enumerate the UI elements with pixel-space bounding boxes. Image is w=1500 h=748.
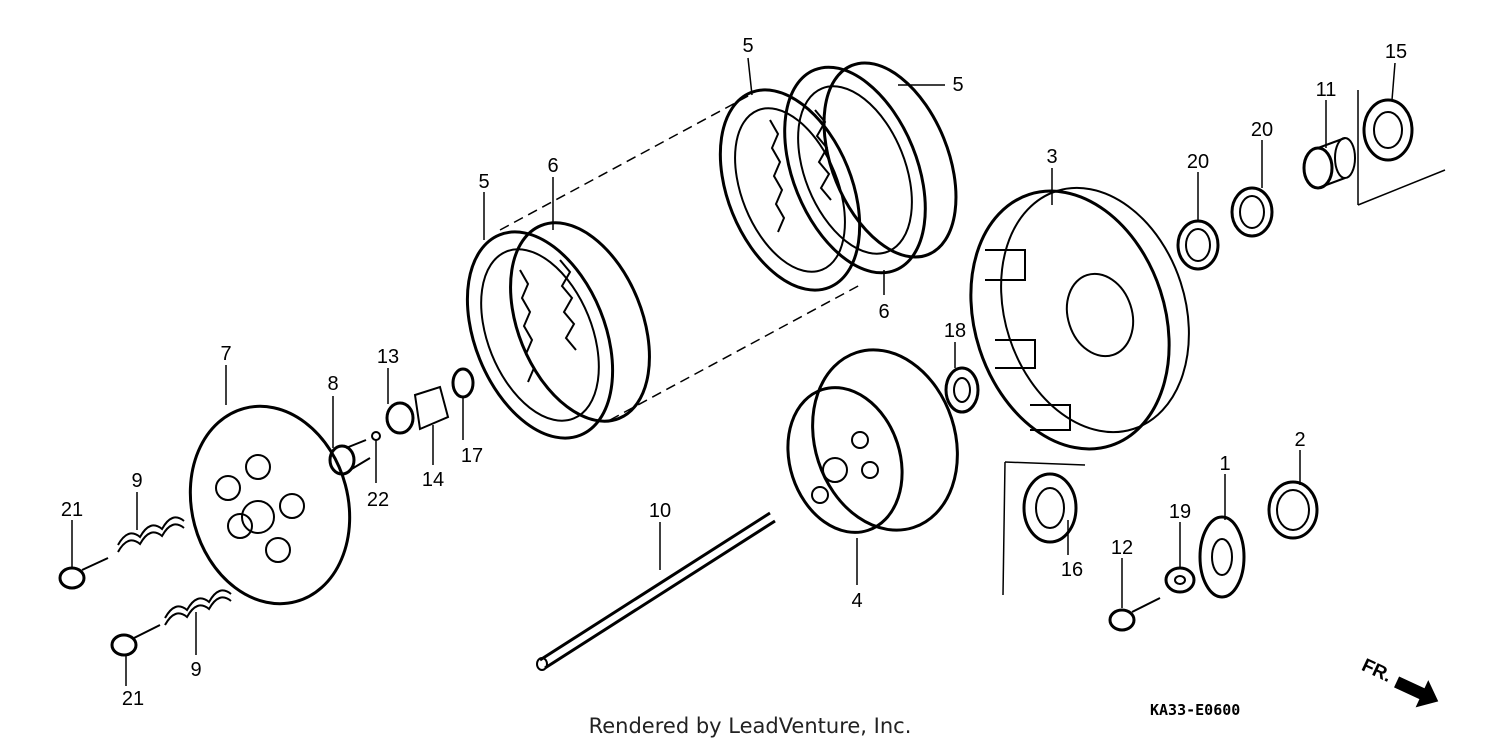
front-arrow-icon [1394, 676, 1439, 708]
callout-17: 17 [461, 445, 483, 467]
clutch-center [786, 348, 959, 534]
callout-3: 3 [1046, 146, 1057, 168]
callout-9a: 9 [131, 470, 142, 492]
springs-and-bolts [58, 516, 232, 657]
callout-5a: 5 [742, 35, 753, 57]
callout-1: 1 [1219, 453, 1230, 475]
callout-11: 11 [1316, 79, 1337, 101]
callout-20b: 20 [1251, 119, 1273, 141]
callouts: 5 5 5 6 6 15 11 20 20 3 7 8 13 18 17 14 … [61, 35, 1407, 710]
thrust-washer [1357, 90, 1446, 206]
callout-19: 19 [1169, 501, 1191, 523]
callout-22: 22 [367, 489, 389, 511]
callout-16: 16 [1061, 559, 1083, 581]
callout-21b: 21 [122, 688, 144, 710]
callout-8: 8 [327, 373, 338, 395]
pressure-plate [188, 404, 352, 606]
callout-21a: 21 [61, 499, 83, 521]
primary-gear-assembly [1108, 480, 1319, 632]
callout-5c: 5 [478, 171, 489, 193]
callout-13: 13 [377, 346, 399, 368]
callout-14: 14 [422, 469, 444, 491]
alignment-lines [499, 94, 861, 421]
clutch-plate-stack-right [718, 61, 958, 292]
needle-bearings [1176, 186, 1274, 271]
callout-10: 10 [649, 500, 671, 522]
callout-6a: 6 [547, 155, 558, 177]
part-code: KA33-E0600 [1150, 701, 1240, 719]
push-rod [536, 511, 776, 671]
callout-12: 12 [1111, 537, 1133, 559]
lifter-parts [328, 367, 475, 476]
callout-5b: 5 [952, 74, 963, 96]
callout-20a: 20 [1187, 151, 1209, 173]
callout-6b: 6 [878, 301, 889, 323]
footer-credit: Rendered by LeadVenture, Inc. [588, 714, 912, 738]
clutch-outer-basket [969, 186, 1190, 451]
washer-18 [944, 366, 980, 414]
callout-9b: 9 [190, 659, 201, 681]
callout-2: 2 [1294, 429, 1305, 451]
callout-18: 18 [944, 320, 966, 342]
callout-15: 15 [1385, 41, 1407, 63]
callout-4: 4 [851, 590, 862, 612]
front-direction-indicator: FR. [1358, 655, 1439, 708]
collar-part [1302, 137, 1356, 190]
callout-7: 7 [220, 343, 231, 365]
front-label: FR. [1358, 655, 1395, 687]
clutch-plate-stack-left [465, 221, 651, 440]
lock-washer [1002, 461, 1086, 596]
